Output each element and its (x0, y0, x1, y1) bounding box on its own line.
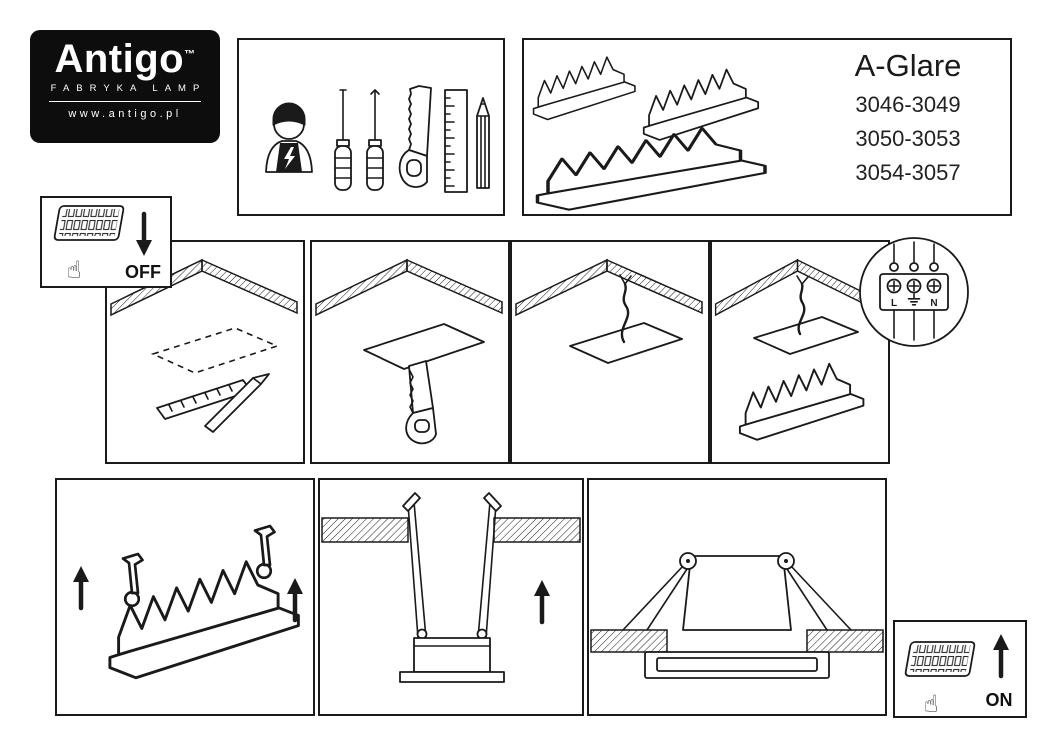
power-off-label: OFF (125, 262, 161, 282)
ceiling-corner-icon (515, 259, 703, 316)
phillips-screwdriver-icon (366, 89, 384, 191)
product-fixtures-illustration (532, 56, 767, 212)
step-cut-opening-panel (310, 240, 510, 464)
spring-clip-icon (121, 552, 144, 608)
power-on-illustration: ☝ ON (904, 622, 1013, 716)
incoming-wires (893, 241, 935, 263)
brand-trademark: ™ (184, 48, 196, 61)
product-code-range-1: 3046-3049 (855, 92, 961, 117)
product-code-range-2: 3050-3053 (855, 126, 961, 151)
brand-tagline: FABRYKA LAMP (50, 82, 207, 94)
power-off-panel: ☝ OFF (40, 196, 172, 288)
springs (402, 492, 502, 639)
earth-ground-icon (907, 293, 921, 306)
arrow-up-icon (534, 580, 550, 622)
ceiling-section (806, 629, 884, 653)
step-connect-fixture-panel (710, 240, 890, 464)
cutout-outline (150, 327, 280, 374)
wall-switch-icon (53, 205, 125, 241)
power-off-illustration: ☝ OFF (53, 205, 161, 284)
ceiling-section (493, 517, 581, 543)
brand-website: www.antigo.pl (68, 107, 182, 120)
step-installed-panel (587, 478, 887, 716)
saw-icon (405, 360, 437, 445)
step-insert-fixture-panel (318, 478, 584, 716)
fixture-housing (682, 555, 792, 631)
mains-cable-icon (796, 275, 809, 336)
product-panel: A-Glare 3046-3049 3050-3053 3054-3057 (522, 38, 1012, 216)
hand-icon: ☝ (67, 256, 82, 284)
fixture-icon (738, 362, 865, 441)
pencil-icon (476, 97, 490, 189)
spring-arms (622, 565, 852, 631)
neutral-terminal-label: N (930, 298, 937, 309)
power-on-panel: ☝ ON (893, 620, 1027, 718)
attach-springs-illustration (57, 524, 313, 680)
terminal-screws (886, 278, 942, 294)
cut-opening-illustration (315, 259, 503, 445)
wall-switch-icon (904, 641, 976, 677)
mains-cable-icon (619, 274, 632, 344)
product-name: A-Glare (854, 48, 962, 83)
saw-icon (398, 85, 432, 188)
fixture-long-icon (535, 126, 767, 212)
installed-fixture-illustration (590, 552, 884, 679)
cutout-hole (569, 322, 683, 364)
power-on-label: ON (986, 690, 1013, 710)
ceiling-section (321, 517, 409, 543)
spring-clip-icon (253, 524, 276, 580)
pencil-icon (204, 373, 270, 433)
hand-icon: ☝ (924, 690, 939, 716)
mark-opening-illustration (110, 259, 298, 433)
worker-icon (265, 102, 313, 173)
ceiling-corner-icon (315, 259, 503, 316)
brand-logo: Antigo™ FABRYKA LAMP www.antigo.pl (30, 30, 220, 143)
cutout-hole (363, 323, 485, 370)
outgoing-wires (893, 309, 935, 341)
logo-divider (49, 100, 201, 102)
arrow-down-icon (136, 214, 152, 256)
tools-illustration (265, 85, 490, 193)
product-code-range-3: 3054-3057 (855, 160, 961, 185)
product-info: A-Glare 3046-3049 3050-3053 3054-3057 (818, 48, 998, 190)
arrow-up-icon (73, 566, 89, 608)
tools-panel (237, 38, 505, 216)
terminal-block-illustration: L N (859, 237, 969, 347)
arrow-up-icon (993, 634, 1009, 676)
fixture-small-icon (532, 56, 636, 121)
pull-cable-illustration (515, 259, 703, 364)
ceiling-section (590, 629, 668, 653)
cutout-hole (753, 316, 859, 355)
fixture-icon (108, 560, 300, 680)
flat-screwdriver-icon (334, 89, 352, 191)
step-attach-springs-panel (55, 478, 315, 716)
connect-fixture-illustration (714, 259, 884, 441)
step-pull-cable-panel (510, 240, 710, 464)
brand-name: Antigo™ (54, 37, 196, 81)
fixture-housing (399, 637, 505, 683)
live-terminal-label: L (891, 298, 897, 309)
wiring-detail-circle: L N (856, 234, 974, 352)
ruler-icon (444, 89, 468, 193)
trim-frame (644, 651, 830, 679)
insert-fixture-illustration (321, 492, 581, 683)
